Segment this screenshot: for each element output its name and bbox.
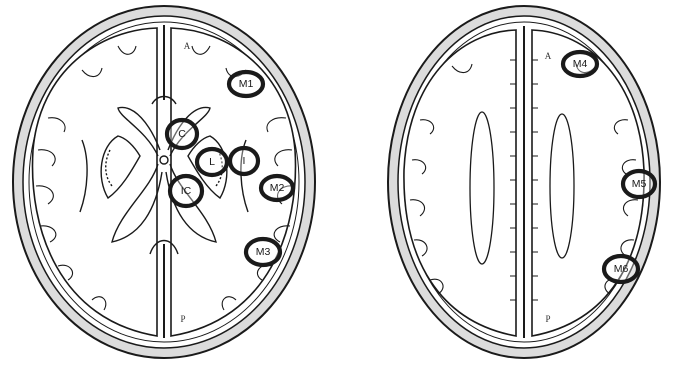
region-IC: IC — [170, 176, 202, 206]
svg-text:M6: M6 — [614, 263, 629, 275]
right-brain-section: M4 M5 M6 A P — [388, 6, 660, 358]
svg-text:M4: M4 — [573, 58, 588, 70]
region-C: C — [167, 120, 197, 148]
svg-text:IC: IC — [181, 185, 192, 197]
region-M2: M2 — [261, 176, 293, 200]
left-brain-section: M1 C L I IC M2 M3 A P — [13, 6, 315, 358]
region-L: L — [197, 149, 227, 175]
svg-text:M3: M3 — [256, 246, 271, 258]
region-I: I — [230, 148, 258, 174]
left-anterior-label: A — [184, 41, 191, 51]
svg-text:M2: M2 — [270, 182, 285, 194]
right-posterior-label: P — [545, 314, 550, 324]
svg-text:C: C — [178, 128, 186, 140]
svg-text:I: I — [243, 155, 246, 167]
right-anterior-label: A — [545, 51, 552, 61]
region-M1: M1 — [229, 72, 263, 96]
svg-text:L: L — [209, 156, 215, 168]
region-M6: M6 — [604, 256, 638, 282]
region-M5: M5 — [623, 171, 655, 197]
region-M3: M3 — [246, 239, 280, 265]
svg-text:M5: M5 — [632, 178, 647, 190]
region-M4: M4 — [563, 52, 597, 76]
left-posterior-label: P — [180, 314, 185, 324]
svg-text:M1: M1 — [239, 78, 254, 90]
